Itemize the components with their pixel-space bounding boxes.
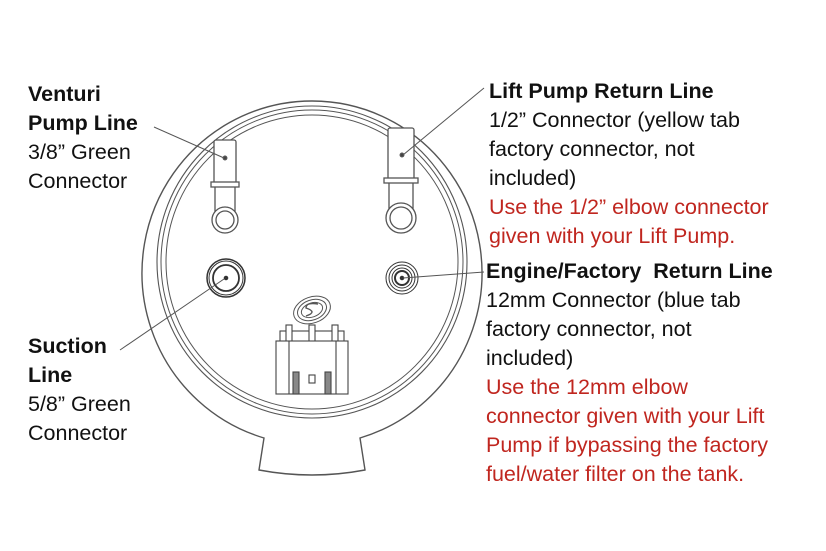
lift-pump-return-port bbox=[383, 127, 419, 234]
lift-return-note-2: given with your Lift Pump. bbox=[489, 224, 736, 248]
engine-return-note-1: Use the 12mm elbow bbox=[486, 375, 688, 399]
engine-return-note-2: connector given with your Lift bbox=[486, 404, 765, 428]
venturi-title-2: Pump Line bbox=[28, 111, 138, 135]
inner-ring-inner bbox=[165, 114, 459, 410]
leader-engine-return bbox=[402, 271, 485, 279]
engine-factory-return-port bbox=[385, 261, 419, 295]
leader-suction bbox=[119, 278, 225, 351]
engine-factory-return-label: Engine/Factory Return Line 12mm Connecto… bbox=[486, 257, 773, 489]
leader-lift-return bbox=[402, 87, 485, 156]
suction-port bbox=[206, 258, 246, 298]
engine-return-note-4: fuel/water filter on the tank. bbox=[486, 462, 745, 486]
venturi-pump-port bbox=[210, 139, 240, 234]
venturi-detail-1: 3/8” Green bbox=[28, 140, 131, 164]
suction-detail-1: 5/8” Green bbox=[28, 392, 131, 416]
sb-logo bbox=[293, 295, 331, 325]
lift-return-title: Lift Pump Return Line bbox=[489, 79, 714, 103]
suction-line-label: Suction Line 5/8” Green Connector bbox=[28, 332, 131, 448]
leader-venturi bbox=[153, 126, 225, 159]
electrical-connector bbox=[275, 324, 349, 395]
engine-return-detail-2: factory connector, not bbox=[486, 317, 692, 341]
outer-housing-outline bbox=[141, 100, 483, 476]
engine-return-note-3: Pump if bypassing the factory bbox=[486, 433, 769, 457]
suction-title-2: Line bbox=[28, 363, 73, 387]
lift-pump-return-label: Lift Pump Return Line 1/2” Connector (ye… bbox=[489, 77, 769, 251]
venturi-detail-2: Connector bbox=[28, 169, 128, 193]
suction-title-1: Suction bbox=[28, 334, 107, 358]
venturi-pump-label: Venturi Pump Line 3/8” Green Connector bbox=[28, 80, 138, 196]
lift-return-note-1: Use the 1/2” elbow connector bbox=[489, 195, 769, 219]
venturi-title-1: Venturi bbox=[28, 82, 101, 106]
lift-return-detail-3: included) bbox=[489, 166, 577, 190]
inner-ring-middle bbox=[160, 109, 464, 415]
engine-return-detail-3: included) bbox=[486, 346, 574, 370]
engine-return-detail-1: 12mm Connector (blue tab bbox=[486, 288, 741, 312]
suction-detail-2: Connector bbox=[28, 421, 128, 445]
engine-return-title: Engine/Factory Return Line bbox=[486, 259, 773, 283]
lift-return-detail-2: factory connector, not bbox=[489, 137, 695, 161]
lift-return-detail-1: 1/2” Connector (yellow tab bbox=[489, 108, 740, 132]
inner-ring-outer bbox=[156, 105, 468, 419]
